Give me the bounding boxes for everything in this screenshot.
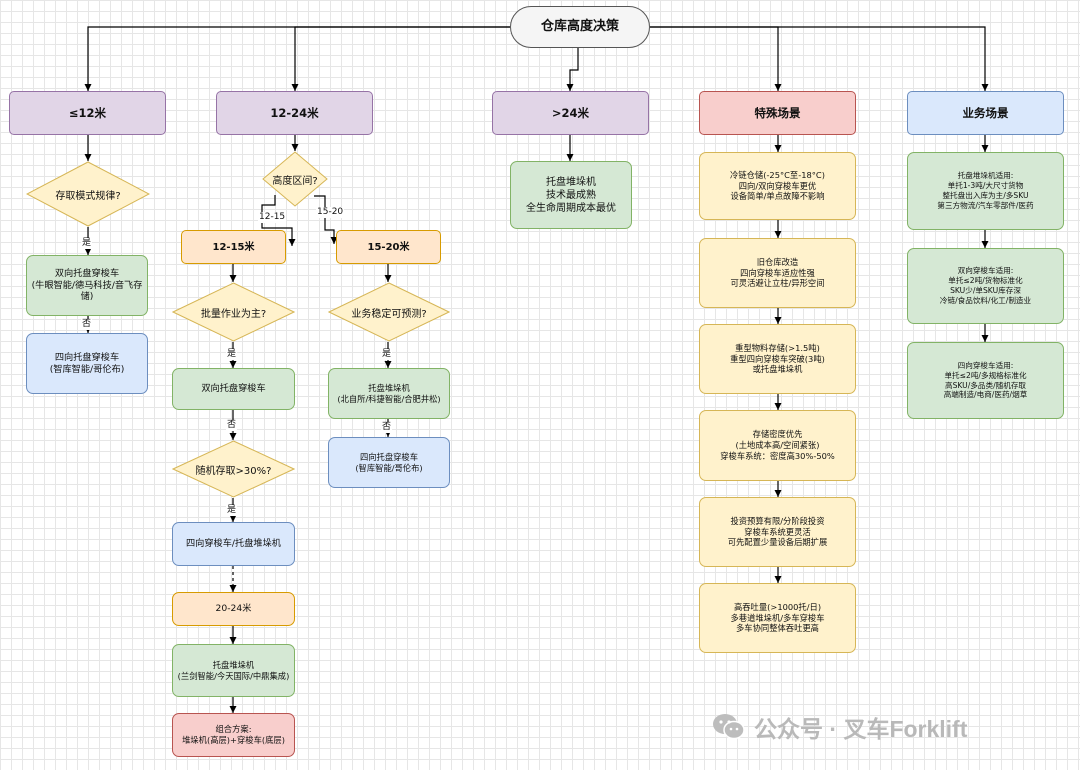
business-2way-shuttle: 双向穿梭车适用: 单托≤2吨/货物标准化 SKU少/单SKU库存深 冷链/食品饮… [907, 248, 1064, 324]
header-special: 特殊场景 [699, 91, 856, 135]
edge-root-h24 [566, 48, 579, 91]
edge-root-h1224 [291, 26, 510, 91]
range-20-24m: 20-24米 [172, 592, 295, 626]
range-12-15m: 12-15米 [181, 230, 286, 264]
edge-root-business [650, 26, 989, 91]
decision-access-pattern-label: 存取模式规律? [55, 190, 121, 202]
result-2way-shuttle-le12: 双向托盘穿梭车 (牛眼智能/德马科技/音飞存储) [26, 255, 148, 316]
result-stacker-15-20: 托盘堆垛机 (北自所/科捷智能/合肥井松) [328, 368, 450, 419]
decision-business-stable: 业务稳定可预测? [328, 282, 450, 342]
label-col1-no: 否 [81, 319, 93, 330]
special-cold-chain: 冷链仓储(-25°C至-18°C) 四向/双向穿梭车更优 设备简单/单点故障不影… [699, 152, 856, 220]
range-15-20m: 15-20米 [336, 230, 441, 264]
decision-access-pattern: 存取模式规律? [26, 161, 150, 227]
special-density-priority: 存储密度优先 (土地成本高/空间紧张) 穿梭车系统：密度高30%-50% [699, 410, 856, 481]
special-high-throughput: 高吞吐量(>1000托/日) 多巷道堆垛机/多车穿梭车 多车协同整体吞吐更高 [699, 583, 856, 653]
special-limited-budget: 投资预算有限/分阶段投资 穿梭车系统更灵活 可先配置少量设备后期扩展 [699, 497, 856, 567]
decision-random-access: 随机存取>30%? [172, 440, 295, 498]
decision-random-access-label: 随机存取>30%? [195, 465, 272, 477]
business-4way-shuttle: 四向穿梭车适用: 单托≤2吨/多规格标准化 高SKU/多品类/随机存取 高端制造… [907, 342, 1064, 419]
watermark-text: 公众号 · 叉车Forklift [754, 716, 968, 742]
edge-col2-3 [314, 195, 338, 244]
label-stable-no: 否 [381, 422, 393, 433]
special-heavy-load: 重型物料存储(>1.5吨) 重型四向穿梭车突破(3吨) 或托盘堆垛机 [699, 324, 856, 394]
special-old-warehouse: 旧仓库改造 四向穿梭车适应性强 可灵活避让立柱/异形空间 [699, 238, 856, 308]
decision-height-range-label: 高度区间? [272, 175, 318, 187]
label-batch-no: 否 [226, 420, 238, 431]
wechat-icon [713, 714, 745, 740]
business-stacker: 托盘堆垛机适用: 单托1-3吨/大尺寸货物 整托盘出入库为主/多SKU 第三方物… [907, 152, 1064, 230]
result-2way-shuttle-12-15: 双向托盘穿梭车 [172, 368, 295, 410]
header-le12: ≤12米 [9, 91, 166, 135]
label-random-yes: 是 [226, 505, 238, 516]
result-combo-solution: 组合方案: 堆垛机(高层)+穿梭车(底层) [172, 713, 295, 757]
result-4way-shuttle-le12: 四向托盘穿梭车 (智库智能/哥伦布) [26, 333, 148, 394]
header-business: 业务场景 [907, 91, 1064, 135]
decision-batch-operation: 批量作业为主? [172, 282, 295, 342]
root-title: 仓库高度决策 [510, 6, 650, 48]
label-stable-yes: 是 [381, 349, 393, 360]
header-12-24: 12-24米 [216, 91, 373, 135]
result-stacker-gt24: 托盘堆垛机 技术最成熟 全生命周期成本最优 [510, 161, 632, 229]
decision-business-stable-label: 业务稳定可预测? [351, 308, 427, 320]
label-col1-yes: 是 [81, 238, 93, 249]
result-stacker-20-24: 托盘堆垛机 (兰剑智能/今天国际/中鼎集成) [172, 644, 295, 697]
result-4way-or-stacker: 四向穿梭车/托盘堆垛机 [172, 522, 295, 566]
label-15-20: 15-20 [316, 207, 345, 218]
header-gt24: >24米 [492, 91, 649, 135]
decision-batch-operation-label: 批量作业为主? [200, 308, 267, 320]
watermark: 公众号 · 叉车Forklift [712, 710, 967, 744]
label-12-15: 12-15 [258, 212, 287, 223]
label-batch-yes: 是 [226, 349, 238, 360]
result-4way-shuttle-15-20: 四向托盘穿梭车 (智库智能/哥伦布) [328, 437, 450, 488]
edge-root-h12 [84, 26, 510, 91]
edge-root-special [650, 26, 782, 91]
decision-height-range: 高度区间? [262, 151, 328, 207]
